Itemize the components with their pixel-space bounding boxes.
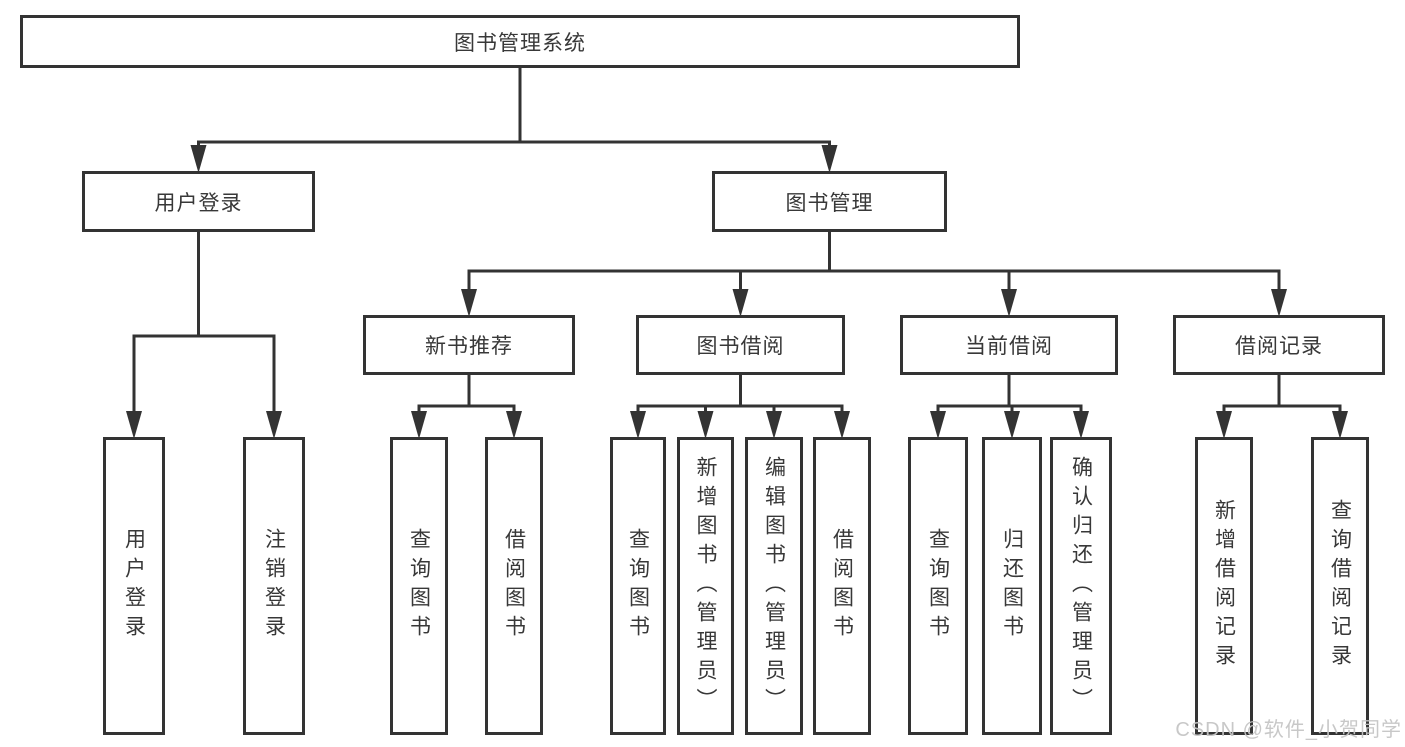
arrow-head xyxy=(732,289,749,317)
arrow-head xyxy=(1004,411,1020,439)
node-root: 图书管理系统 xyxy=(20,15,1020,68)
node-confirm-return: 确认归还（管理员） xyxy=(1050,437,1112,735)
arrow-head xyxy=(1332,411,1348,439)
connector-elbow xyxy=(197,66,831,153)
arrow-head xyxy=(1216,411,1232,439)
node-edit-book: 编辑图书（管理员） xyxy=(745,437,803,735)
node-query-book-3: 查询图书 xyxy=(908,437,968,735)
arrow-head xyxy=(461,289,477,317)
arrow-head xyxy=(821,145,838,173)
node-logout: 注销登录 xyxy=(243,437,305,735)
arrow-head xyxy=(1073,411,1089,439)
node-current-borrow: 当前借阅 xyxy=(900,315,1118,375)
node-borrow-record: 借阅记录 xyxy=(1173,315,1385,375)
node-query-book-2: 查询图书 xyxy=(610,437,666,735)
node-query-book-1: 查询图书 xyxy=(390,437,448,735)
arrow-head xyxy=(834,411,850,439)
node-add-borrow-record: 新增借阅记录 xyxy=(1195,437,1253,735)
connector-elbow xyxy=(467,230,1281,297)
arrow-head xyxy=(630,411,646,439)
connector-elbow xyxy=(132,230,276,419)
connector-elbow xyxy=(417,373,516,419)
arrow-head xyxy=(266,411,282,439)
node-book-mgmt: 图书管理 xyxy=(712,171,947,232)
arrow-head xyxy=(697,411,714,439)
connector-elbow xyxy=(1222,373,1342,419)
node-borrow-book-2: 借阅图书 xyxy=(813,437,871,735)
arrow-head xyxy=(1271,289,1287,317)
node-user-login: 用户登录 xyxy=(82,171,315,232)
node-add-book: 新增图书（管理员） xyxy=(677,437,734,735)
connector-elbow xyxy=(936,373,1083,419)
node-login: 用户登录 xyxy=(103,437,165,735)
connector-elbow xyxy=(636,373,844,419)
node-return-book: 归还图书 xyxy=(982,437,1042,735)
arrow-head xyxy=(411,411,427,439)
node-new-book-rec: 新书推荐 xyxy=(363,315,575,375)
arrow-head xyxy=(766,411,782,439)
node-borrow-book-1: 借阅图书 xyxy=(485,437,543,735)
arrow-head xyxy=(506,411,522,439)
arrow-head xyxy=(126,411,142,439)
node-query-borrow-record: 查询借阅记录 xyxy=(1311,437,1369,735)
arrow-head xyxy=(930,411,946,439)
node-book-borrow: 图书借阅 xyxy=(636,315,845,375)
arrow-head xyxy=(190,145,207,173)
arrow-head xyxy=(1001,289,1017,317)
